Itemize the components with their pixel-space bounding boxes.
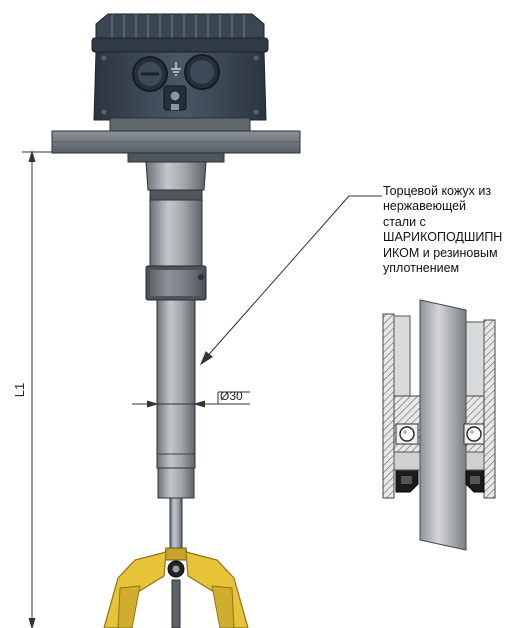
mounting-flange bbox=[51, 117, 301, 163]
length-dimension bbox=[22, 150, 52, 628]
ball-bearing-icon bbox=[395, 423, 419, 445]
housing bbox=[91, 13, 269, 121]
cable-gland-right bbox=[184, 54, 220, 90]
length-dimension-label: L1 bbox=[12, 383, 27, 397]
callout-leader bbox=[199, 195, 382, 366]
diameter-dimension-label: Ø30 bbox=[220, 389, 243, 403]
ball-bearing-icon bbox=[463, 423, 485, 445]
bearing-callout-text: Торцевой кожух из нержавеющей стали с ША… bbox=[383, 184, 503, 276]
rotating-paddle bbox=[103, 547, 249, 628]
ground-symbol-icon bbox=[171, 62, 181, 76]
diameter-dimension bbox=[132, 391, 250, 408]
probe-body bbox=[145, 161, 207, 551]
bearing-section-view bbox=[382, 299, 496, 551]
cable-gland-left bbox=[132, 56, 168, 92]
